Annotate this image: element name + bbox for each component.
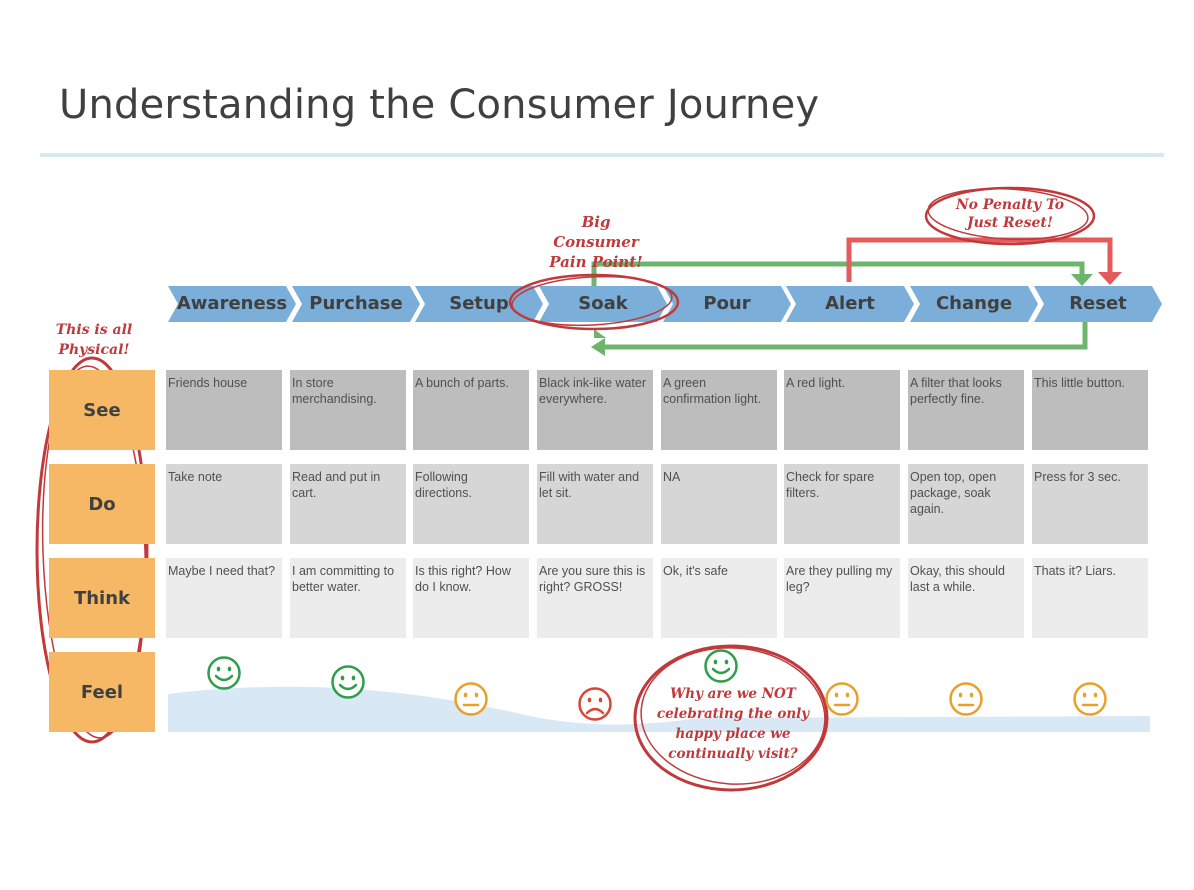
red-reset-arrow (846, 237, 1113, 282)
physical-note: This is all Physical! (55, 322, 133, 358)
soak-circle (508, 273, 680, 331)
row-label-think: Think (49, 558, 155, 638)
stage-label-reset: Reset (1069, 293, 1127, 314)
see-cell-alert: A red light. (784, 370, 900, 450)
stage-chevron-purchase (292, 286, 420, 322)
happy-place-note: Why are we NOT celebrating the only happ… (656, 686, 810, 762)
row-label-feel: Feel (49, 652, 155, 732)
green-arrowhead-down (1071, 274, 1093, 286)
think-cell-setup: Is this right? How do I know. (413, 558, 529, 638)
stage-chevron-setup (415, 286, 543, 322)
pain-point-note: Big Consumer Pain Point! (549, 213, 643, 271)
do-cell-setup: Following directions. (413, 464, 529, 544)
stage-chevron-awareness (168, 286, 296, 322)
see-cell-purchase: In store merchandising. (290, 370, 406, 450)
green-loop-bottom-arrow (603, 322, 1088, 350)
sad-face-icon (577, 686, 613, 722)
see-cell-awareness: Friends house (166, 370, 282, 450)
happy-face-icon (330, 664, 366, 700)
stage-label-pour: Pour (703, 293, 751, 314)
feel-wave (168, 686, 1150, 732)
do-cell-change: Open top, open package, soak again. (908, 464, 1024, 544)
do-cell-pour: NA (661, 464, 777, 544)
do-cell-purchase: Read and put in cart. (290, 464, 406, 544)
think-cell-pour: Ok, it's safe (661, 558, 777, 638)
stage-chevron-change (910, 286, 1038, 322)
stage-label-change: Change (935, 293, 1013, 314)
stage-chevron-pour (663, 286, 791, 322)
happy-place-circle (633, 644, 829, 792)
stage-label-soak: Soak (578, 293, 628, 314)
physical-circle (35, 356, 149, 744)
green-arrowhead-up (594, 329, 606, 338)
stage-label-awareness: Awareness (176, 293, 288, 314)
stage-label-purchase: Purchase (309, 293, 403, 314)
see-cell-reset: This little button. (1032, 370, 1148, 450)
happy-face-icon (703, 648, 739, 684)
neutral-face-icon (948, 681, 984, 717)
think-cell-purchase: I am committing to better water. (290, 558, 406, 638)
happy-face-icon (206, 655, 242, 691)
think-cell-change: Okay, this should last a while. (908, 558, 1024, 638)
row-label-do: Do (49, 464, 155, 544)
neutral-face-icon (453, 681, 489, 717)
stage-chevron-reset (1034, 286, 1162, 322)
think-cell-soak: Are you sure this is right? GROSS! (537, 558, 653, 638)
no-penalty-note: No Penalty To Just Reset! (955, 197, 1065, 231)
see-cell-setup: A bunch of parts. (413, 370, 529, 450)
neutral-face-icon (824, 681, 860, 717)
do-cell-alert: Check for spare filters. (784, 464, 900, 544)
no-penalty-circle (924, 186, 1096, 246)
see-cell-change: A filter that looks perfectly fine. (908, 370, 1024, 450)
neutral-face-icon (1072, 681, 1108, 717)
stage-label-setup: Setup (449, 293, 509, 314)
green-loop-top-arrow (591, 261, 1085, 288)
page-title: Understanding the Consumer Journey (59, 82, 820, 128)
stage-label-alert: Alert (825, 293, 875, 314)
red-arrowhead-down (1098, 272, 1122, 285)
think-cell-alert: Are they pulling my leg? (784, 558, 900, 638)
do-cell-soak: Fill with water and let sit. (537, 464, 653, 544)
title-underline (40, 153, 1164, 157)
do-cell-reset: Press for 3 sec. (1032, 464, 1148, 544)
think-cell-reset: Thats it? Liars. (1032, 558, 1148, 638)
think-cell-awareness: Maybe I need that? (166, 558, 282, 638)
row-label-see: See (49, 370, 155, 450)
stage-chevron-alert (786, 286, 914, 322)
see-cell-soak: Black ink-like water everywhere. (537, 370, 653, 450)
see-cell-pour: A green confirmation light. (661, 370, 777, 450)
do-cell-awareness: Take note (166, 464, 282, 544)
stage-chevron-soak (539, 286, 667, 322)
